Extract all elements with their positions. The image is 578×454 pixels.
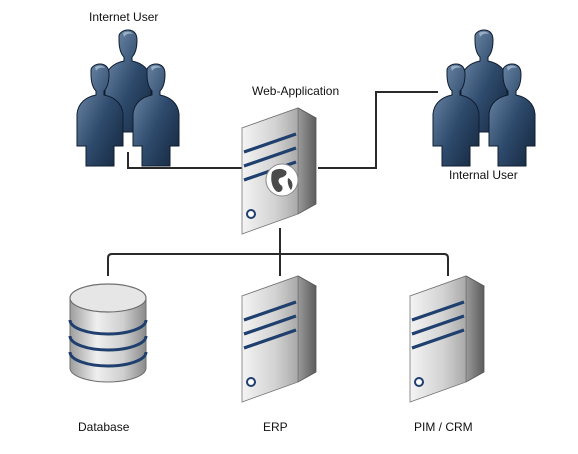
link-internet-user-web-app bbox=[127, 152, 242, 169]
connector-lines bbox=[107, 91, 449, 276]
erp-server-icon bbox=[240, 274, 318, 404]
globe-icon bbox=[265, 163, 299, 197]
web-application-server-icon bbox=[240, 106, 318, 236]
internal-user-label: Internal User bbox=[449, 168, 518, 182]
web-application-label: Web-Application bbox=[252, 84, 340, 98]
internet-user-group-icon bbox=[76, 29, 180, 167]
erp-label: ERP bbox=[263, 420, 288, 434]
link-web-app-internal-user bbox=[318, 91, 438, 169]
link-backbone bbox=[107, 253, 449, 276]
database-icon bbox=[68, 283, 148, 383]
pim-crm-label: PIM / CRM bbox=[414, 420, 473, 434]
internal-user-group-icon bbox=[432, 29, 536, 167]
internet-user-label: Internet User bbox=[89, 10, 159, 24]
pim-crm-server-icon bbox=[408, 274, 486, 404]
database-label: Database bbox=[78, 420, 130, 434]
